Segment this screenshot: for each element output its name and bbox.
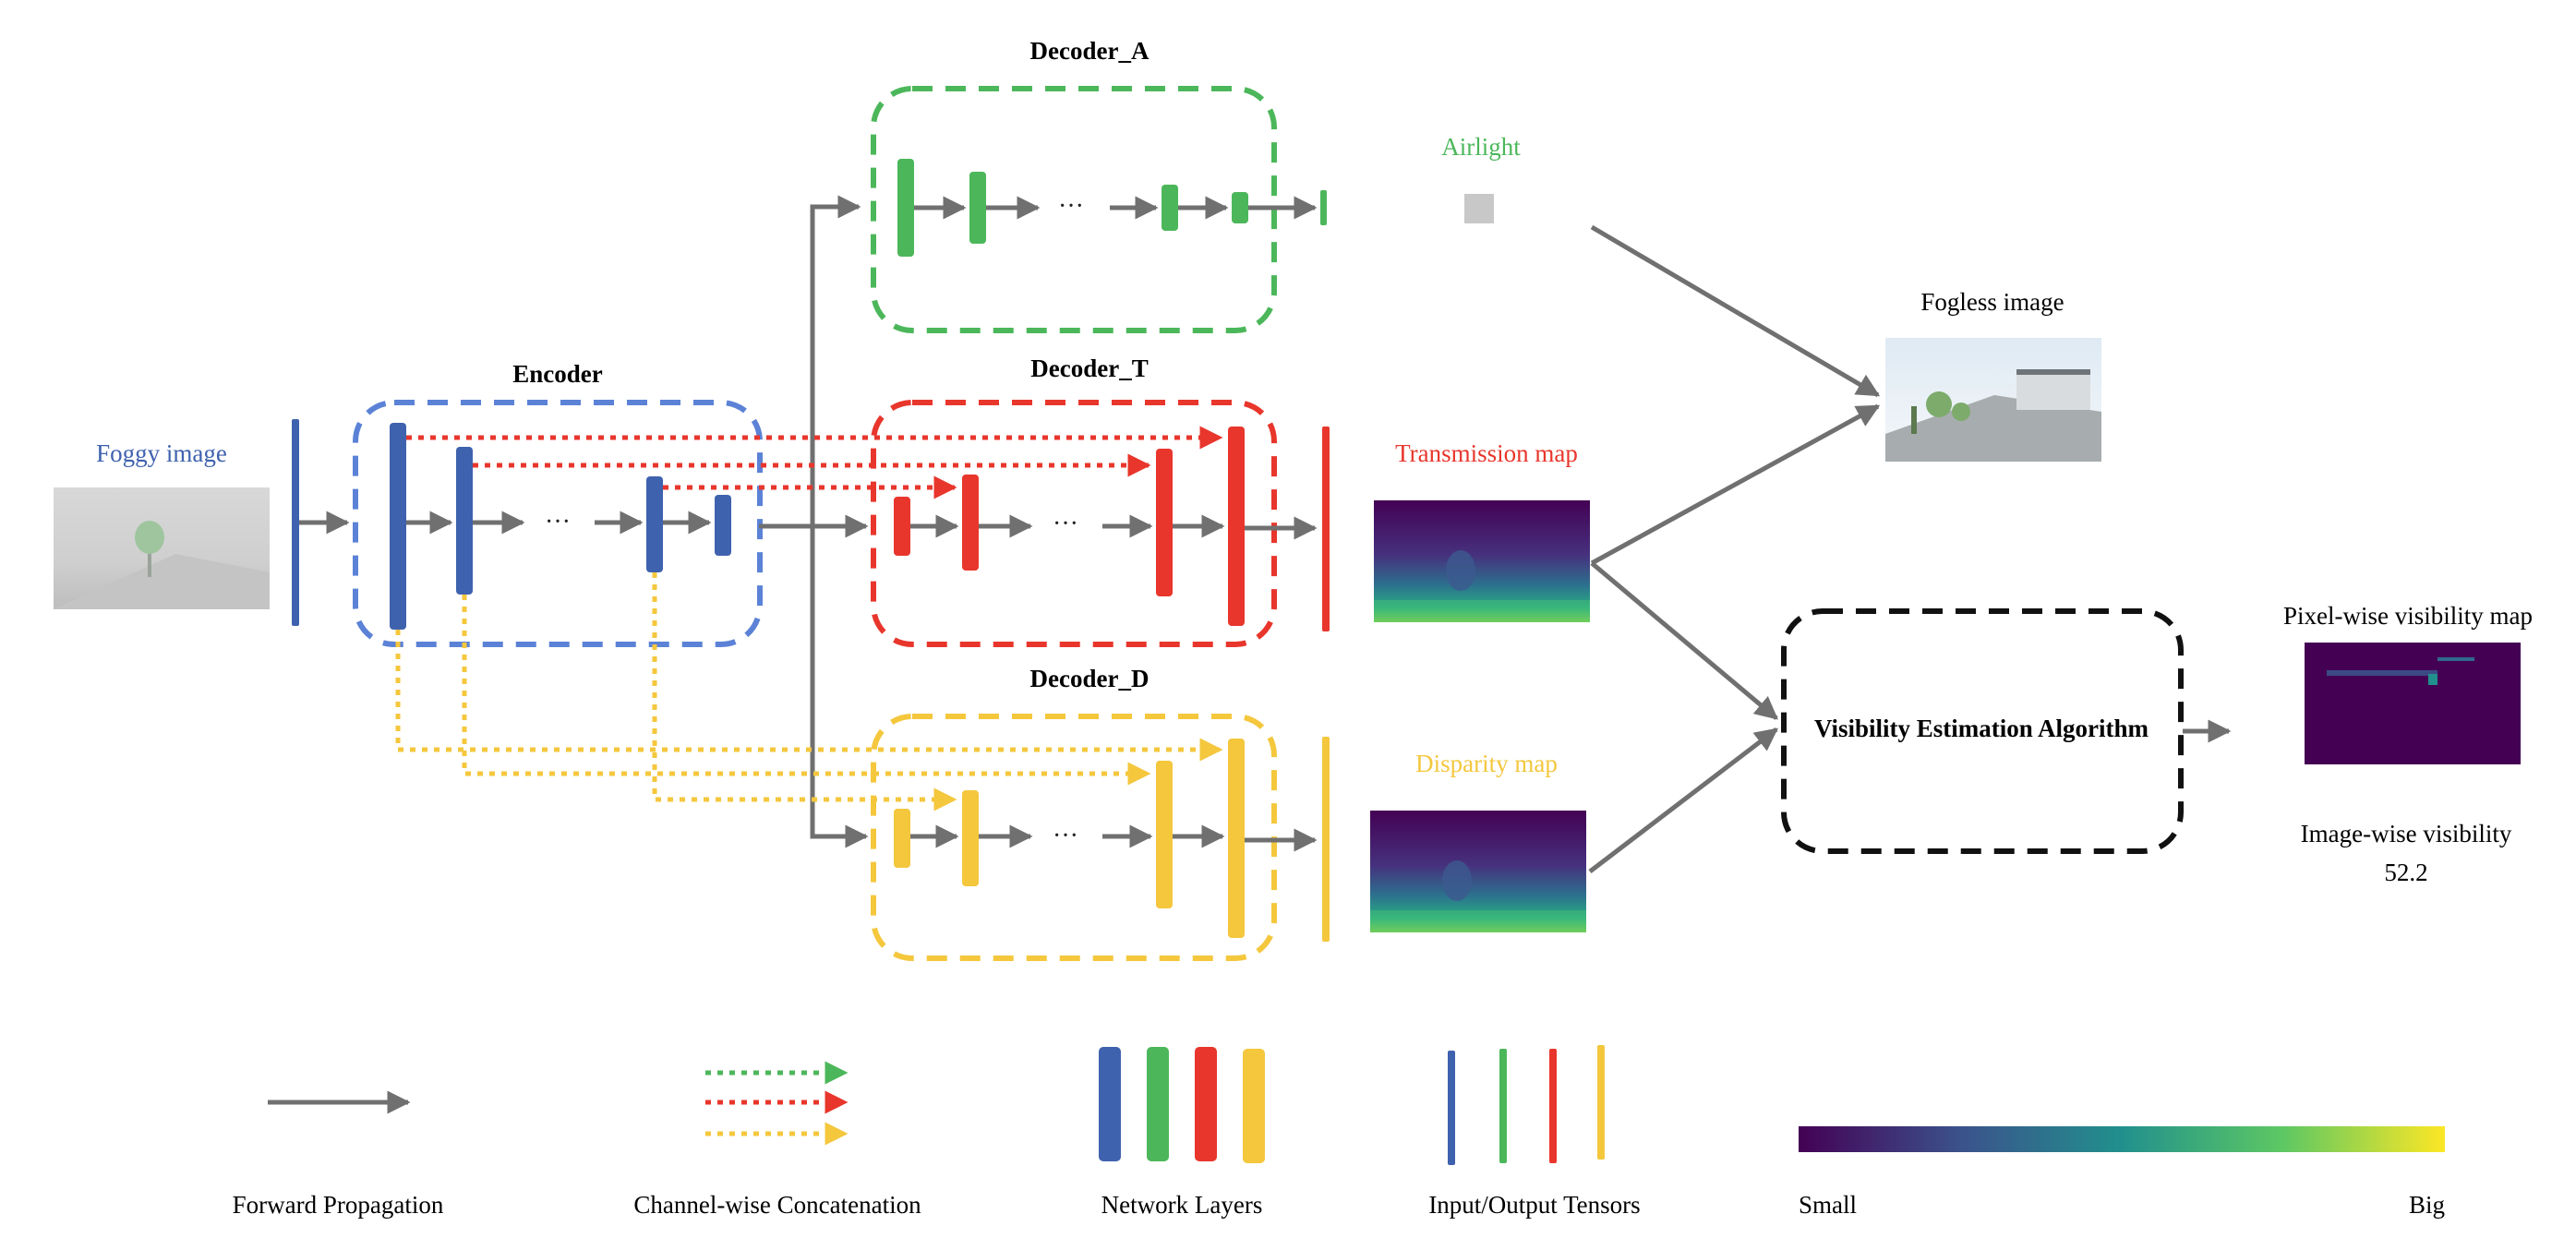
encoder-to-decoder-a-arrow <box>759 195 861 529</box>
concat-arrow-yellow <box>395 630 1223 762</box>
decoder-t-output-tensor <box>1322 427 1330 631</box>
decoder-a-title: Decoder_A <box>1030 37 1150 65</box>
transmission-to-fogless-arrow <box>1590 403 1881 566</box>
encoder-layer-3 <box>646 476 663 572</box>
decoder-a-ellipsis: ··· <box>1058 192 1084 221</box>
legend-colorbar <box>1799 1126 2445 1152</box>
visibility-algorithm-title: Visibility Estimation Algorithm <box>1814 715 2149 742</box>
legend-forward-label: Forward Propagation <box>233 1191 444 1219</box>
decoder-t-layer-3 <box>1156 449 1173 596</box>
legend-big-label: Big <box>2409 1191 2445 1219</box>
decoder-t-layer-4 <box>1228 427 1245 626</box>
image-visibility-value: 52.2 <box>2384 859 2427 886</box>
legend-tensor-blue <box>1448 1051 1455 1165</box>
decoder-d-layer-3 <box>1156 761 1173 908</box>
legend-tensor-red <box>1549 1049 1557 1163</box>
fogless-image <box>1885 338 2101 462</box>
encoder-layer-1 <box>390 423 406 630</box>
foggy-image <box>54 487 270 609</box>
encoder-layer-4 <box>715 495 731 556</box>
legend-layer-red <box>1195 1047 1217 1161</box>
transmission-to-visibility-arrow <box>1590 561 1778 720</box>
legend-small-label: Small <box>1799 1191 1857 1219</box>
foggy-image-label: Foggy image <box>96 439 227 467</box>
decoder-d-layer-1 <box>894 809 910 868</box>
disparity-to-visibility-arrow <box>1588 727 1778 873</box>
transmission-map-label: Transmission map <box>1395 439 1578 467</box>
encoder-title: Encoder <box>512 360 603 388</box>
pixel-visibility-map <box>2305 643 2521 764</box>
airlight-to-fogless-arrow <box>1590 224 1881 398</box>
decoder-a-layer-3 <box>1162 185 1178 231</box>
decoder-d-output-tensor <box>1322 737 1330 942</box>
legend-tensors-label: Input/Output Tensors <box>1428 1191 1640 1219</box>
image-visibility-label: Image-wise visibility <box>2301 820 2512 847</box>
legend-layer-green <box>1147 1047 1169 1161</box>
decoder-t-ellipsis: ··· <box>1053 510 1078 538</box>
airlight-patch <box>1464 194 1494 223</box>
pixel-visibility-map-label: Pixel-wise visibility map <box>2283 602 2533 630</box>
legend-layer-yellow <box>1243 1049 1265 1163</box>
encoder-to-decoder-d-arrow <box>810 526 869 848</box>
decoder-d-layer-2 <box>962 790 979 886</box>
disparity-map-image <box>1370 811 1586 932</box>
decoder-t-layer-2 <box>962 475 979 571</box>
decoder-d-ellipsis: ··· <box>1053 822 1078 850</box>
concat-arrow-yellow <box>652 572 957 811</box>
legend-layer-blue <box>1099 1047 1121 1161</box>
decoder-t-box <box>871 400 1277 647</box>
input-tensor-blue <box>292 419 299 626</box>
disparity-map-label: Disparity map <box>1415 750 1558 777</box>
encoder-layer-2 <box>456 447 473 595</box>
visibility-algorithm-box <box>1781 608 2184 854</box>
decoder-d-title: Decoder_D <box>1030 665 1150 692</box>
decoder-t-title: Decoder_T <box>1030 355 1148 382</box>
encoder-box <box>353 400 763 647</box>
legend-concat-label: Channel-wise Concatenation <box>633 1191 921 1219</box>
legend-tensor-yellow <box>1597 1045 1605 1160</box>
decoder-d-box <box>871 714 1277 961</box>
decoder-t-layer-1 <box>894 497 910 556</box>
decoder-a-output-tensor <box>1320 190 1327 225</box>
decoder-a-layer-2 <box>969 172 986 244</box>
legend-layers-label: Network Layers <box>1101 1191 1263 1219</box>
airlight-label: Airlight <box>1441 133 1521 161</box>
encoder-ellipsis: ··· <box>545 508 571 536</box>
legend-tensor-green <box>1499 1049 1507 1163</box>
transmission-map-image <box>1374 500 1590 622</box>
decoder-d-layer-4 <box>1228 739 1245 938</box>
fogless-image-label: Fogless image <box>1920 288 2064 316</box>
decoder-a-layer-4 <box>1232 192 1248 223</box>
decoder-a-layer-1 <box>897 159 914 257</box>
